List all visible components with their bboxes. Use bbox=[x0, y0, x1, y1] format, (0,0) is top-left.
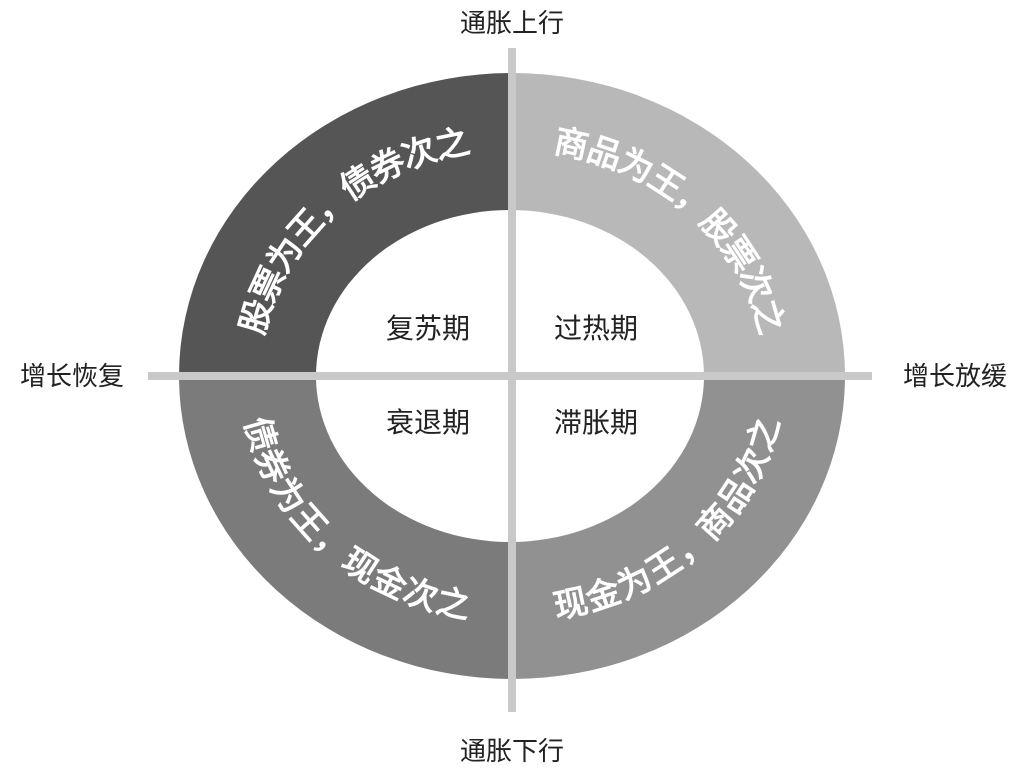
axis-label-top: 通胀上行 bbox=[460, 9, 564, 39]
axis-label-right: 增长放缓 bbox=[903, 362, 1007, 392]
phase-recession: 衰退期 bbox=[386, 406, 470, 439]
phase-recovery: 复苏期 bbox=[386, 312, 470, 345]
horizontal-axis-line bbox=[148, 372, 872, 380]
axis-label-left: 增长恢复 bbox=[20, 362, 124, 392]
phase-stagflation: 滞胀期 bbox=[554, 406, 638, 439]
axis-label-bottom: 通胀下行 bbox=[460, 737, 564, 767]
divider-lines bbox=[148, 48, 872, 712]
phase-overheat: 过热期 bbox=[554, 312, 638, 345]
